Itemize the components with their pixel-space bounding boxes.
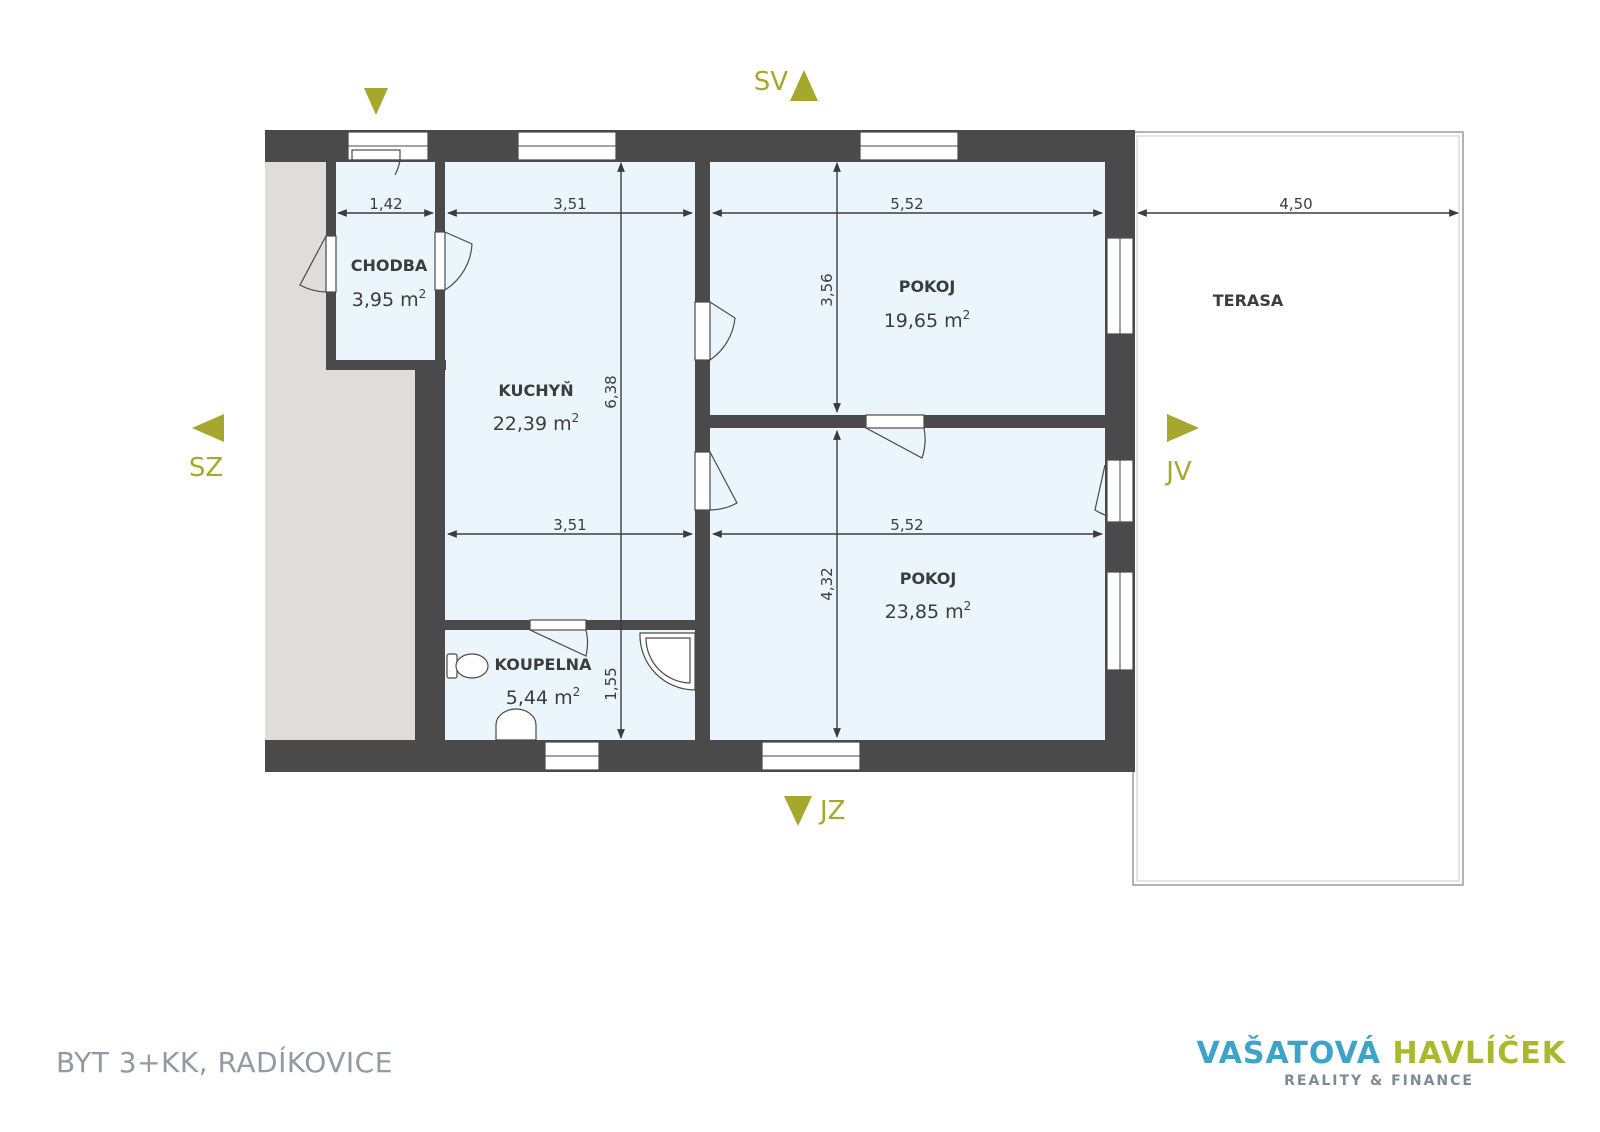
room-name-kuchyn: KUCHYŇ [498,381,573,400]
room-name-chodba: CHODBA [351,256,428,275]
compass-sv-label: SV [754,67,789,97]
listing-title: BYT 3+KK, RADÍKOVICE [56,1046,393,1079]
dim-chodba-width: 1,42 [369,195,402,213]
sink [495,708,537,741]
shower-tray [639,632,696,691]
toilet-bowl [455,653,489,679]
compass-sv-arrow-icon [790,70,818,101]
room-area-chodba: 3,95 m2 [352,287,427,311]
brand-logo-name: VAŠATOVÁ HAVLÍČEK [1197,1036,1566,1071]
room-area-pokoj-1: 19,65 m2 [884,308,971,332]
brand-logo: VAŠATOVÁ HAVLÍČEK REALITY & FINANCE [1197,1036,1566,1089]
dim-pokoj1-depth: 3,56 [818,273,836,306]
room-area-pokoj-2: 23,85 m2 [885,599,972,623]
bathroom-fixtures [446,632,696,741]
room-kuchyn [445,160,695,620]
brand-logo-tagline: REALITY & FINANCE [1284,1073,1474,1089]
dim-koupelna-depth: 1,55 [602,667,620,700]
dim-pokoj1-width: 5,52 [890,195,923,213]
dim-kuchyn-width-top: 3,51 [553,195,586,213]
dim-pokoj2-width: 5,52 [890,516,923,534]
room-name-pokoj-1: POKOJ [899,277,956,296]
brand-logo-part2: HAVLÍČEK [1392,1036,1566,1071]
compass-sz-arrow-icon [192,414,224,442]
dim-pokoj2-depth: 4,32 [818,567,836,600]
room-pokoj-1 [710,160,1105,415]
room-area-koupelna: 5,44 m2 [506,685,581,709]
room-name-pokoj-2: POKOJ [900,569,957,588]
doors [299,149,1106,657]
compass-sz-label: SZ [189,453,223,483]
compass-jz-arrow-icon [784,796,812,826]
terrace [1132,131,1464,886]
brand-logo-part1: VAŠATOVÁ [1196,1036,1381,1071]
dim-kuchyn-width-bottom: 3,51 [553,516,586,534]
dim-terasa-width: 4,50 [1279,195,1312,213]
dim-kuchyn-depth: 6,38 [602,375,620,408]
room-chodba [335,160,435,360]
compass-jz-label: JZ [818,796,845,826]
room-name-koupelna: KOUPELNA [495,655,593,674]
compass-jv-label: JV [1164,457,1192,487]
room-name-terasa: TERASA [1213,291,1284,310]
compass-jv-arrow-icon [1167,414,1199,442]
room-area-kuchyn: 22,39 m2 [493,411,580,435]
entry-arrow-icon [364,88,388,115]
room-pokoj-2 [710,428,1105,740]
